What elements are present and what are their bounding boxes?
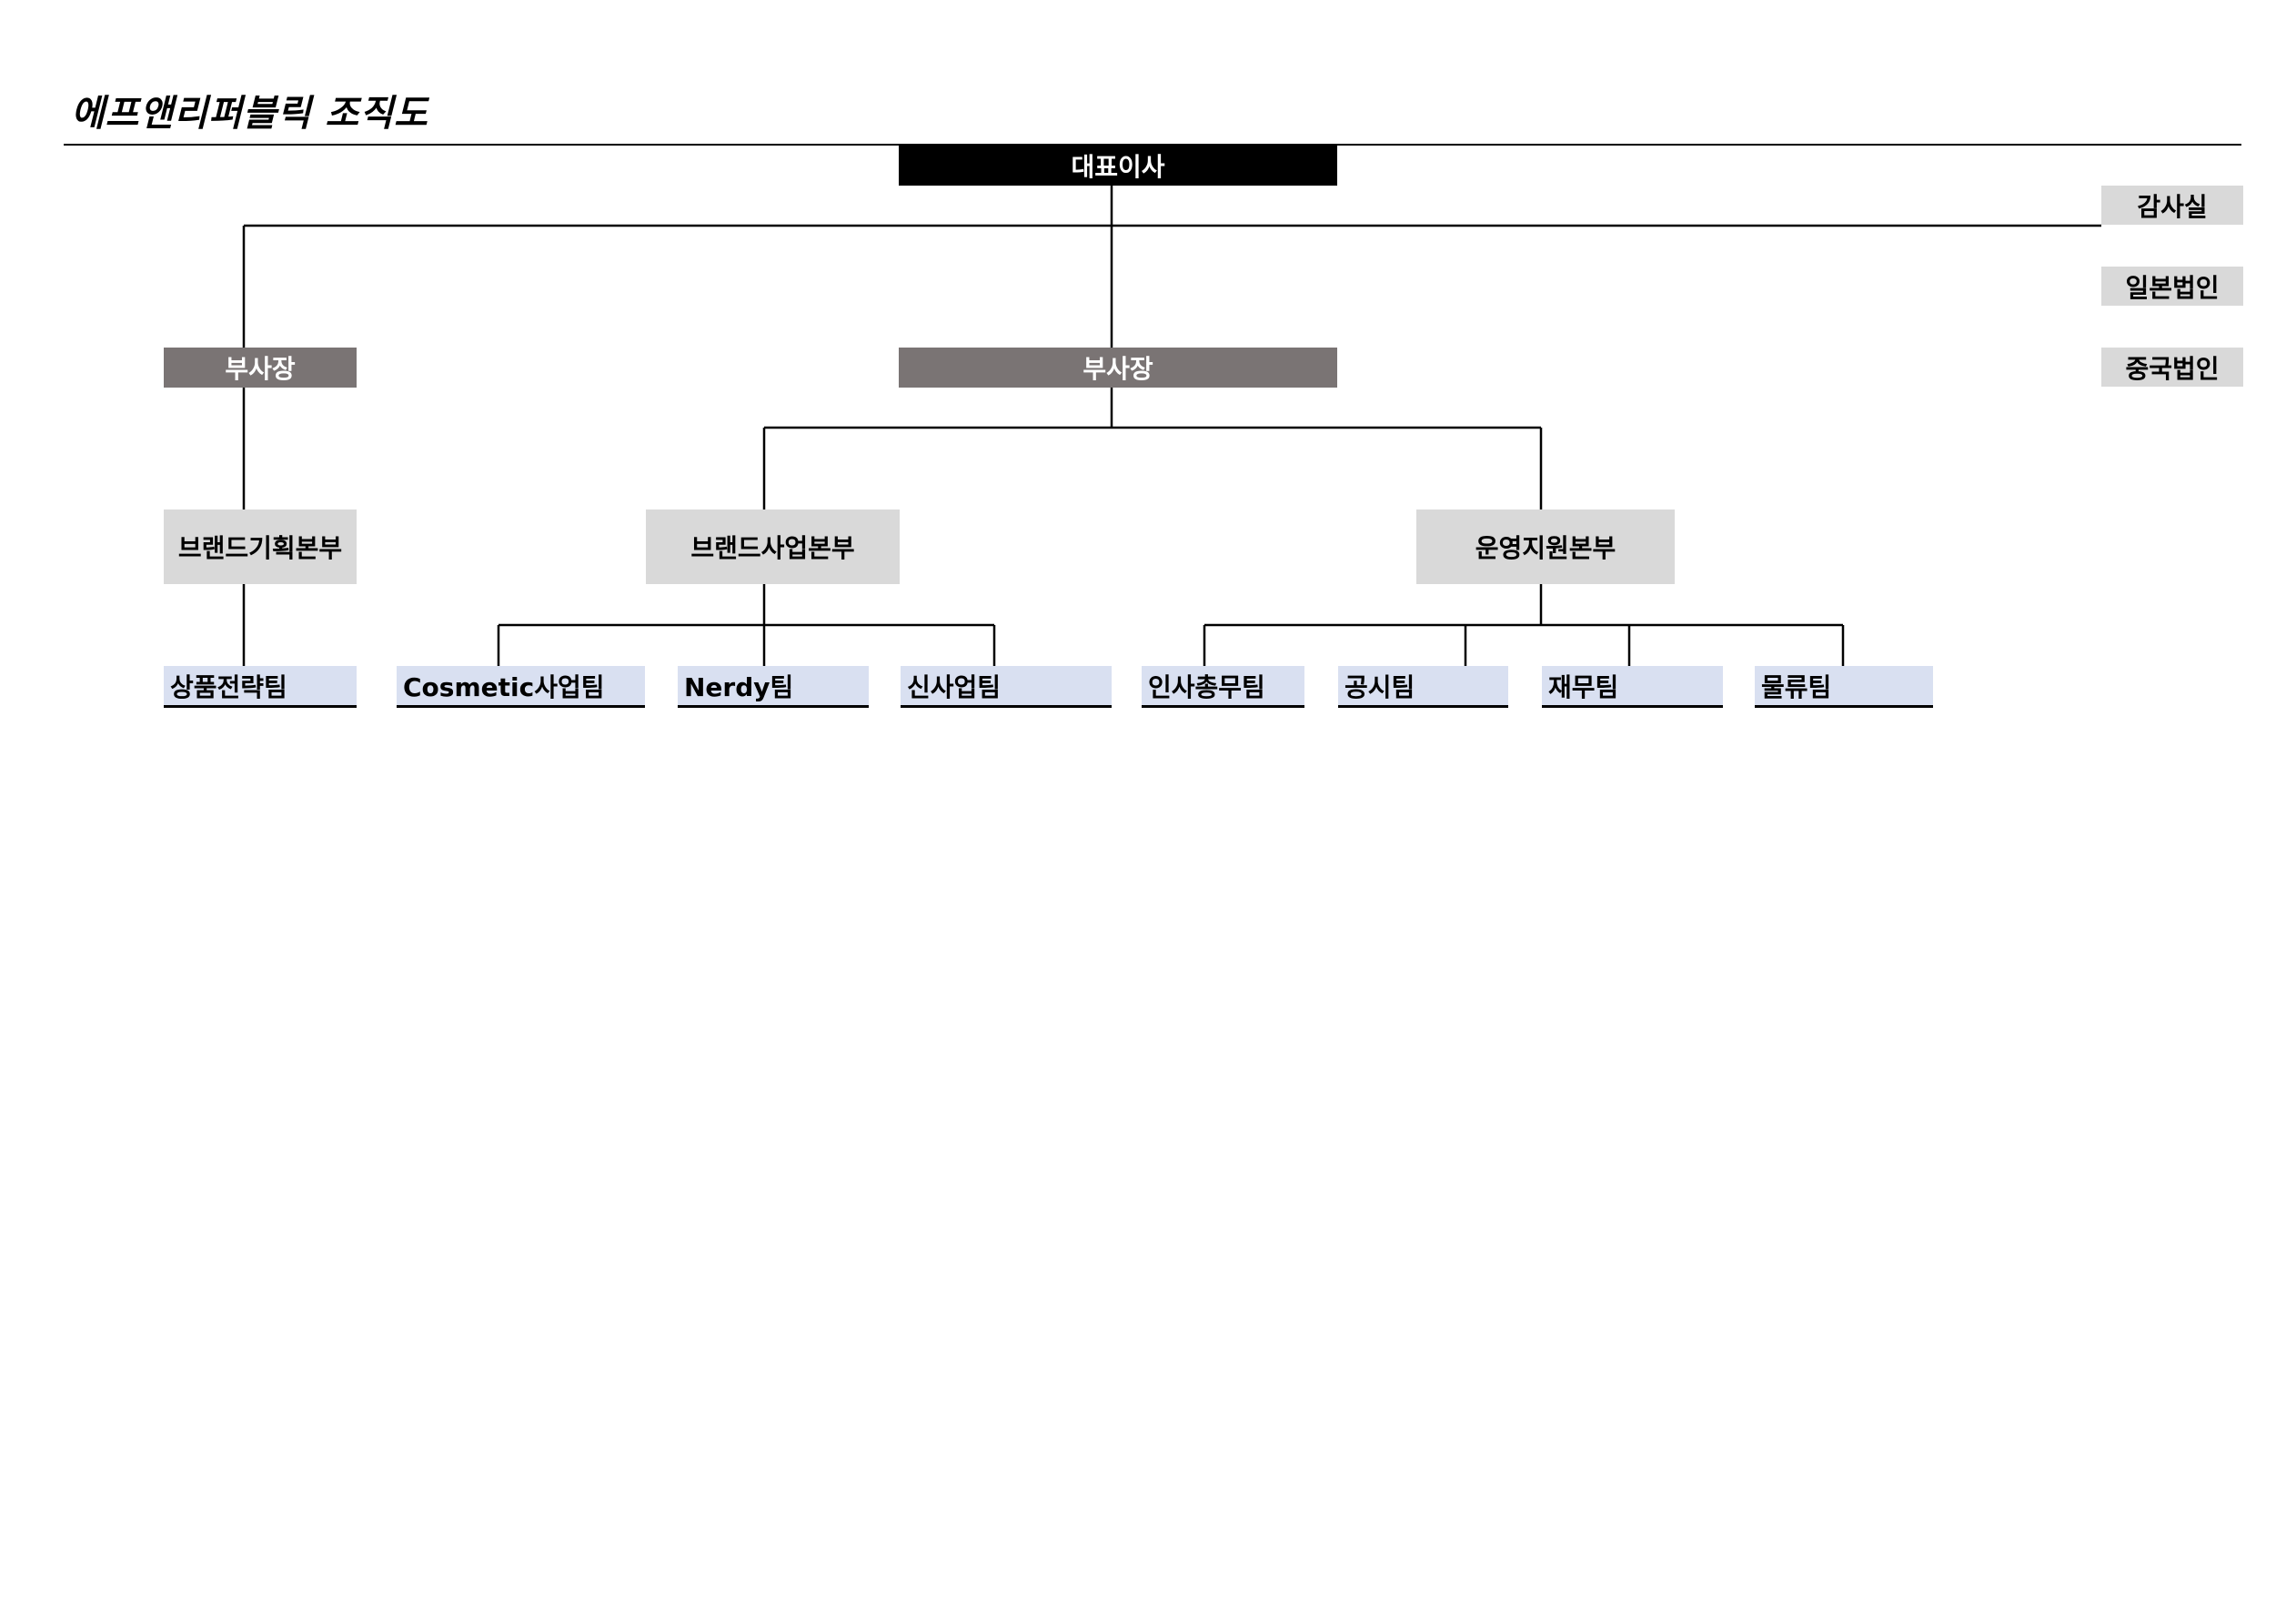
team-hr-general-affairs: 인사총무팀 <box>1142 666 1304 708</box>
division-operations-support: 운영지원본부 <box>1416 509 1675 584</box>
china-corp-box: 중국법인 <box>2101 348 2243 387</box>
audit-office-box: 감사실 <box>2101 186 2243 225</box>
team-finance: 재무팀 <box>1542 666 1723 708</box>
division-brand-planning: 브랜드기획본부 <box>164 509 357 584</box>
page-title: 에프앤리퍼블릭 조직도 <box>71 93 428 135</box>
ceo-box: 대표이사 <box>899 146 1337 186</box>
team-new-business: 신사업팀 <box>901 666 1112 708</box>
team-disclosure: 공시팀 <box>1338 666 1508 708</box>
division-brand-business: 브랜드사업본부 <box>646 509 900 584</box>
team-cosmetic: Cosmetic사업팀 <box>397 666 645 708</box>
vp-left-box: 부사장 <box>164 348 357 388</box>
team-nerdy: Nerdy팀 <box>678 666 869 708</box>
title-divider <box>64 144 2241 146</box>
team-product-strategy: 상품전략팀 <box>164 666 357 708</box>
japan-corp-box: 일본법인 <box>2101 267 2243 306</box>
vp-center-box: 부사장 <box>899 348 1337 388</box>
team-logistics: 물류팀 <box>1755 666 1933 708</box>
